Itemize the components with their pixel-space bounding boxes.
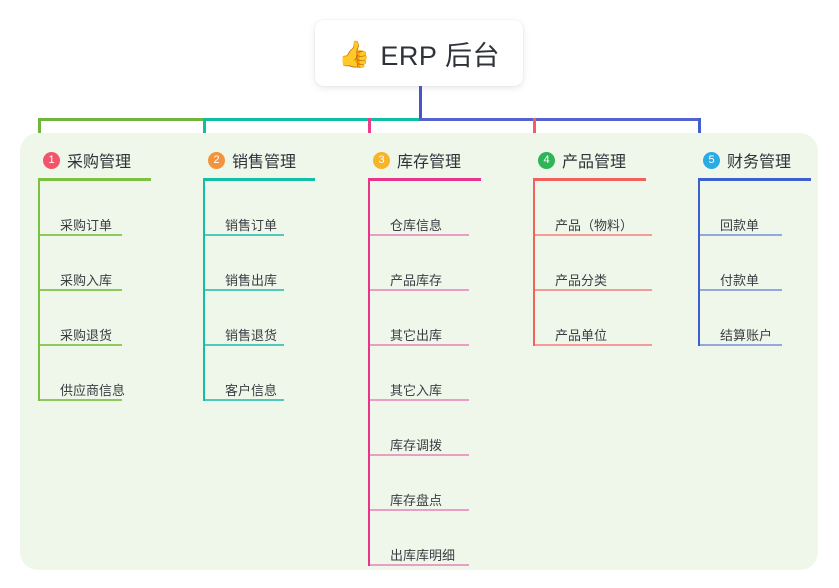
leaf-item-underline	[370, 234, 469, 236]
column-title-2: 销售管理	[232, 154, 297, 171]
leaf-item-label[interactable]: 库存盘点	[390, 493, 443, 508]
leaf-item-label[interactable]: 结算账户	[720, 328, 773, 343]
leaf-item-underline	[40, 289, 122, 291]
column-trunk-4	[533, 181, 535, 346]
leaf-item-underline	[370, 564, 469, 566]
diagram-panel: 1 采购管理采购订单采购入库采购退货供应商信息 2 销售管理销售订单销售出库销售退货客…	[20, 133, 818, 570]
column-header-4[interactable]: 4 产品管理	[536, 148, 626, 172]
leaf-item-label[interactable]: 销售退货	[225, 328, 278, 343]
column-title-3: 库存管理	[397, 154, 462, 171]
leaf-item-underline	[370, 344, 469, 346]
leaf-item-label[interactable]: 产品（物料）	[555, 218, 634, 233]
column-underline-1	[38, 178, 151, 181]
leaf-item-underline	[205, 399, 284, 401]
column-underline-4	[533, 178, 646, 181]
leaf-item-underline	[370, 289, 469, 291]
leaf-item-label[interactable]: 其它出库	[390, 328, 443, 343]
leaf-item-label[interactable]: 供应商信息	[60, 383, 126, 398]
connector-bar-segment-3	[419, 118, 701, 121]
column-badge-4: 4	[538, 151, 555, 169]
leaf-item-label[interactable]: 销售订单	[225, 218, 278, 233]
leaf-item-label[interactable]: 产品库存	[390, 273, 443, 288]
column-badge-2: 2	[208, 151, 225, 169]
leaf-item-label[interactable]: 产品分类	[555, 273, 608, 288]
column-header-5[interactable]: 5 财务管理	[701, 148, 791, 172]
root-node-card[interactable]: 👍 ERP 后台	[315, 20, 523, 86]
leaf-item-underline	[535, 289, 652, 291]
column-underline-5	[698, 178, 811, 181]
column-trunk-1	[38, 181, 40, 401]
leaf-item-label[interactable]: 客户信息	[225, 383, 278, 398]
column-badge-3: 3	[373, 151, 390, 169]
leaf-item-underline	[370, 454, 469, 456]
leaf-item-label[interactable]: 其它入库	[390, 383, 443, 398]
leaf-item-underline	[40, 399, 122, 401]
column-header-3[interactable]: 3 库存管理	[371, 148, 461, 172]
column-underline-3	[368, 178, 481, 181]
leaf-item-underline	[700, 234, 782, 236]
column-badge-1: 1	[43, 151, 60, 169]
connector-bar-segment-2	[203, 118, 422, 121]
leaf-item-label[interactable]: 仓库信息	[390, 218, 443, 233]
leaf-item-underline	[40, 344, 122, 346]
leaf-item-underline	[370, 509, 469, 511]
leaf-item-label[interactable]: 采购退货	[60, 328, 113, 343]
leaf-item-underline	[700, 344, 782, 346]
column-title-1: 采购管理	[67, 154, 132, 171]
column-trunk-2	[203, 181, 205, 401]
leaf-item-underline	[40, 234, 122, 236]
root-stem-line	[419, 86, 422, 121]
column-header-2[interactable]: 2 销售管理	[206, 148, 296, 172]
leaf-item-underline	[205, 234, 284, 236]
leaf-item-label[interactable]: 库存调拨	[390, 438, 443, 453]
column-header-1[interactable]: 1 采购管理	[41, 148, 131, 172]
leaf-item-underline	[205, 289, 284, 291]
connector-bar-segment-1	[38, 118, 206, 121]
leaf-item-label[interactable]: 付款单	[720, 273, 760, 288]
leaf-item-underline	[370, 399, 469, 401]
leaf-item-underline	[535, 344, 652, 346]
leaf-item-label[interactable]: 采购入库	[60, 273, 113, 288]
leaf-item-label[interactable]: 产品单位	[555, 328, 608, 343]
column-trunk-3	[368, 181, 370, 566]
column-badge-5: 5	[703, 151, 720, 169]
thumbs-up-icon: 👍	[338, 39, 371, 69]
leaf-item-underline	[700, 289, 782, 291]
root-node-title: ERP 后台	[380, 40, 500, 71]
column-trunk-5	[698, 181, 700, 346]
column-title-5: 财务管理	[727, 154, 792, 171]
leaf-item-underline	[535, 234, 652, 236]
leaf-item-label[interactable]: 出库库明细	[390, 548, 456, 563]
leaf-item-underline	[205, 344, 284, 346]
column-title-4: 产品管理	[562, 154, 627, 171]
leaf-item-label[interactable]: 采购订单	[60, 218, 113, 233]
column-underline-2	[203, 178, 315, 181]
leaf-item-label[interactable]: 回款单	[720, 218, 760, 233]
leaf-item-label[interactable]: 销售出库	[225, 273, 278, 288]
